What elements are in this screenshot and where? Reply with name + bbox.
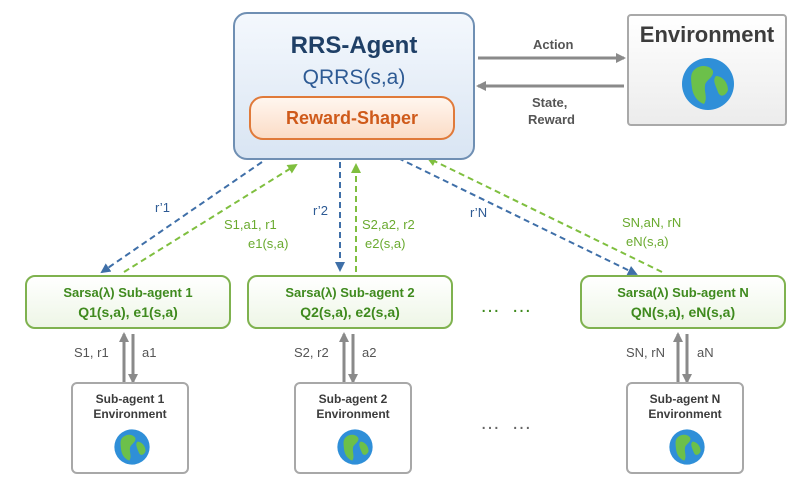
experience-label-1b: e1(s,a) xyxy=(248,236,289,251)
subagent-q: Q1(s,a), e1(s,a) xyxy=(78,304,178,320)
act-label-2: a2 xyxy=(362,345,377,360)
act-label-n: aN xyxy=(697,345,714,360)
reward-label: Reward xyxy=(528,112,575,127)
subagent-q: QN(s,a), eN(s,a) xyxy=(630,304,736,320)
shaped-reward-arrow-n xyxy=(397,157,638,275)
reward-shaper-label: Reward-Shaper xyxy=(285,108,419,128)
obs-label-1: S1, r1 xyxy=(74,345,109,360)
rrs-agent-title: RRS-Agent xyxy=(290,32,418,59)
shaped-reward-label-n: r’N xyxy=(470,205,488,220)
act-label-1: a1 xyxy=(142,345,157,360)
experience-arrow-1 xyxy=(123,163,298,273)
experience-arrow-n xyxy=(426,157,663,273)
ellipsis-envs: … … xyxy=(480,412,535,434)
environment-box: Environment xyxy=(627,14,787,126)
shaped-reward-label-2: r’2 xyxy=(313,203,328,218)
experience-label-2a: S2,a2, r2 xyxy=(362,217,415,232)
globe-icon xyxy=(114,429,150,465)
experience-label-1a: S1,a1, r1 xyxy=(224,217,277,232)
subagent-box-n: Sarsa(λ) Sub-agent N QN(s,a), eN(s,a) xyxy=(580,275,786,329)
subagent-box-2: Sarsa(λ) Sub-agent 2 Q2(s,a), e2(s,a) xyxy=(247,275,453,329)
subagent-box-1: Sarsa(λ) Sub-agent 1 Q1(s,a), e1(s,a) xyxy=(25,275,231,329)
environment-title: Environment xyxy=(639,22,775,47)
subagent-title: Sarsa(λ) Sub-agent 2 xyxy=(285,285,415,300)
globe-icon xyxy=(669,429,705,465)
globe-icon xyxy=(337,429,373,465)
state-label: State, xyxy=(532,95,568,110)
obs-label-n: SN, rN xyxy=(626,345,665,360)
rrs-agent-q: QRRS(s,a) xyxy=(302,66,406,89)
obs-label-2: S2, r2 xyxy=(294,345,329,360)
experience-label-na: SN,aN, rN xyxy=(622,215,682,230)
subagent-title: Sarsa(λ) Sub-agent N xyxy=(617,285,749,300)
experience-label-2b: e2(s,a) xyxy=(365,236,406,251)
shaped-reward-arrow-1 xyxy=(100,161,263,274)
subagent-q: Q2(s,a), e2(s,a) xyxy=(300,304,400,320)
reward-shaper-box: Reward-Shaper xyxy=(249,96,455,140)
action-label: Action xyxy=(533,37,574,52)
experience-label-nb: eN(s,a) xyxy=(626,234,669,249)
globe-icon xyxy=(682,58,734,110)
subagent-title: Sarsa(λ) Sub-agent 1 xyxy=(63,285,193,300)
ellipsis-agents: … … xyxy=(480,295,535,317)
shaped-reward-label-1: r’1 xyxy=(155,200,170,215)
